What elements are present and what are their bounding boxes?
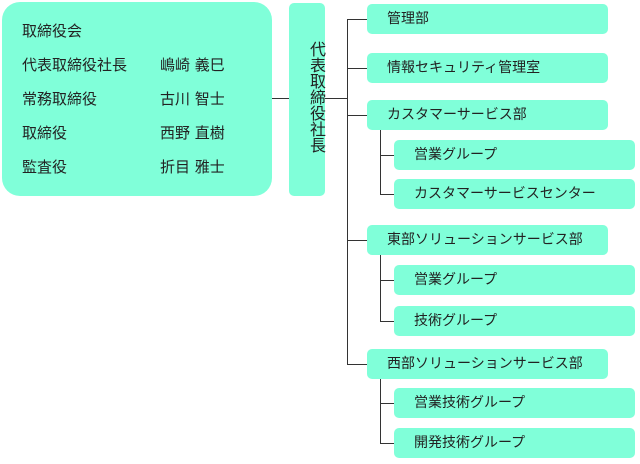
sub-trunk-line (380, 379, 381, 443)
connector-line (347, 240, 367, 241)
member-name: 嶋崎 義巳 (160, 56, 225, 74)
sub-trunk-line (380, 255, 381, 321)
group-west-dev-tech: 開発技術グループ (394, 428, 635, 458)
group-cs-sales: 営業グループ (394, 140, 635, 170)
dept-label: 西部ソリューションサービス部 (387, 356, 583, 372)
member-name: 折目 雅士 (160, 158, 225, 176)
connector-line (347, 364, 367, 365)
group-west-sales-tech: 営業技術グループ (394, 388, 635, 418)
dept-west-solution: 西部ソリューションサービス部 (367, 349, 608, 379)
connector-line (380, 403, 394, 404)
connector-line (347, 115, 367, 116)
connector-line (347, 19, 367, 20)
member-role: 常務取締役 (22, 90, 98, 108)
ceo-label: 代表取締役社長 (307, 41, 326, 153)
connector-line (380, 321, 394, 322)
member-name: 古川 智士 (160, 90, 225, 108)
connector-line (380, 280, 394, 281)
group-label: カスタマーサービスセンター (414, 186, 596, 202)
dept-label: カスタマーサービス部 (387, 107, 527, 123)
connector-line (347, 68, 367, 69)
dept-east-solution: 東部ソリューションサービス部 (367, 225, 608, 255)
member-name: 西野 直樹 (160, 124, 225, 142)
ceo-box: 代表取締役社長 (289, 3, 326, 196)
group-label: 営業グループ (414, 147, 498, 163)
board-title-text: 取締役会 (22, 22, 83, 40)
connector-line (325, 98, 347, 99)
dept-label: 東部ソリューションサービス部 (387, 232, 583, 248)
group-label: 営業技術グループ (414, 395, 526, 411)
connector-line (272, 98, 289, 99)
trunk-line (347, 19, 348, 364)
dept-security: 情報セキュリティ管理室 (367, 53, 608, 83)
dept-label: 管理部 (387, 11, 429, 27)
dept-label: 情報セキュリティ管理室 (387, 60, 541, 76)
connector-line (380, 443, 394, 444)
ceo-label-wrap: 代表取締役社長 (289, 41, 326, 153)
dept-customer-service: カスタマーサービス部 (367, 100, 608, 130)
group-label: 営業グループ (414, 272, 498, 288)
connector-line (380, 194, 394, 195)
group-east-sales: 営業グループ (394, 265, 635, 295)
group-label: 技術グループ (414, 313, 498, 329)
group-label: 開発技術グループ (414, 435, 526, 451)
connector-line (380, 155, 394, 156)
group-cs-center: カスタマーサービスセンター (394, 179, 635, 209)
group-east-tech: 技術グループ (394, 306, 635, 336)
member-role: 代表取締役社長 (22, 56, 128, 74)
member-role: 取締役 (22, 124, 68, 142)
member-role: 監査役 (22, 158, 68, 176)
sub-trunk-line (380, 130, 381, 194)
dept-kanri: 管理部 (367, 4, 608, 34)
board-of-directors-box: 取締役会 代表取締役社長 嶋崎 義巳 常務取締役 古川 智士 取締役 西野 直樹… (2, 2, 272, 196)
